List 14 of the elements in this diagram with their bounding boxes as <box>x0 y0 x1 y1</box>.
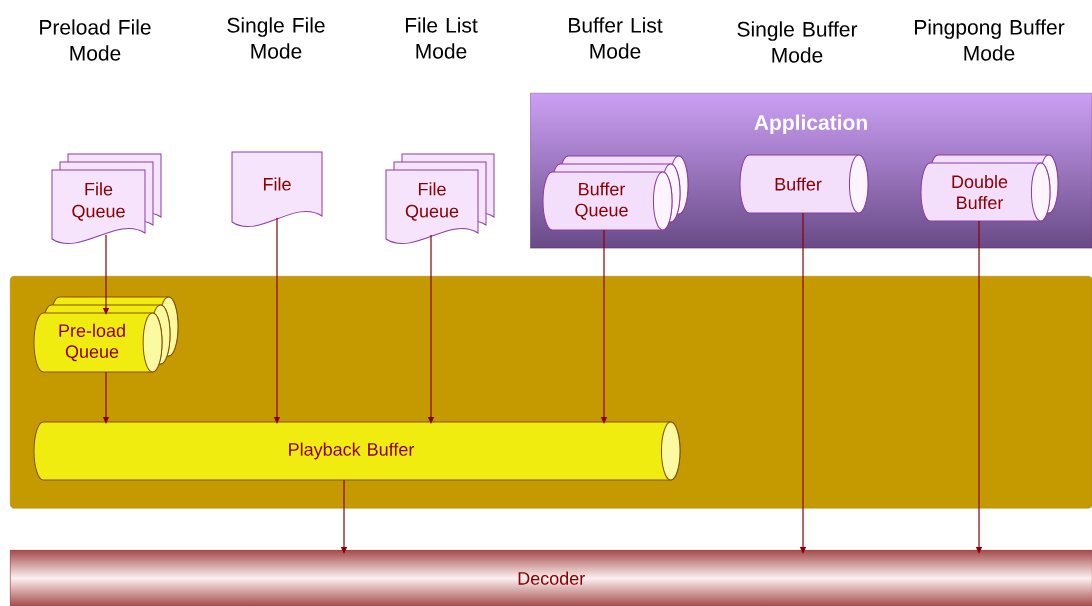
mode-heading: Single Buffer Mode <box>737 21 858 63</box>
mode-heading: Pingpong Buffer Mode <box>915 19 1065 61</box>
document-stack: File Queue <box>51 153 162 245</box>
mode-heading: Buffer List Mode <box>569 17 663 59</box>
decoder-bar: Decoder <box>10 550 1092 606</box>
buffer-cylinder: Pre-load Queue <box>33 296 179 373</box>
buffer-cylinder: Double Buffer <box>920 154 1059 222</box>
mode-heading: Preload File Mode <box>40 19 151 61</box>
mode-heading: File List Mode <box>405 17 478 59</box>
buffer-cylinder: Buffer Queue <box>542 155 689 231</box>
buffer-cylinder: Buffer <box>739 154 869 214</box>
mode-heading: Single File Mode <box>227 17 325 59</box>
buffer-cylinder: Playback Buffer <box>33 421 681 481</box>
document-stack: File Queue <box>385 153 495 245</box>
